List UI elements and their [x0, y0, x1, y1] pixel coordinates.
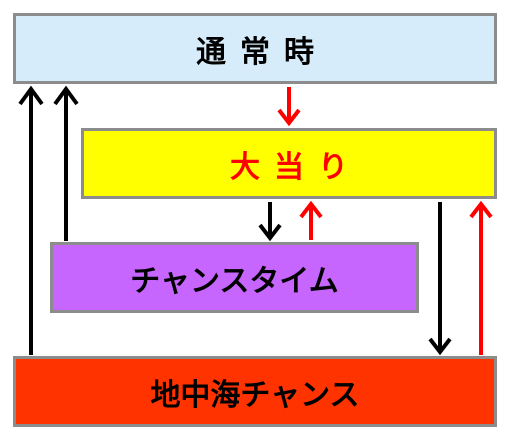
arrow-normal-to-jackpot [277, 87, 301, 127]
state-normal-label: 通常時 [196, 34, 328, 70]
state-mediterranean-chance-label: 地中海チャンス [150, 377, 360, 413]
state-chance-time-label: チャンスタイム [130, 263, 339, 299]
state-jackpot: 大当り [81, 128, 497, 199]
state-normal: 通常時 [13, 13, 497, 84]
arrow-med-to-jackpot [469, 200, 493, 355]
arrow-jackpot-to-chance [258, 202, 282, 242]
arrow-chance-to-normal [53, 85, 79, 241]
state-jackpot-label: 大当り [230, 149, 362, 185]
state-mediterranean-chance: 地中海チャンス [13, 356, 497, 427]
arrow-jackpot-to-med [428, 202, 452, 356]
arrow-chance-to-jackpot [299, 200, 323, 240]
state-chance-time: チャンスタイム [50, 242, 419, 313]
arrow-med-to-normal [18, 85, 44, 355]
